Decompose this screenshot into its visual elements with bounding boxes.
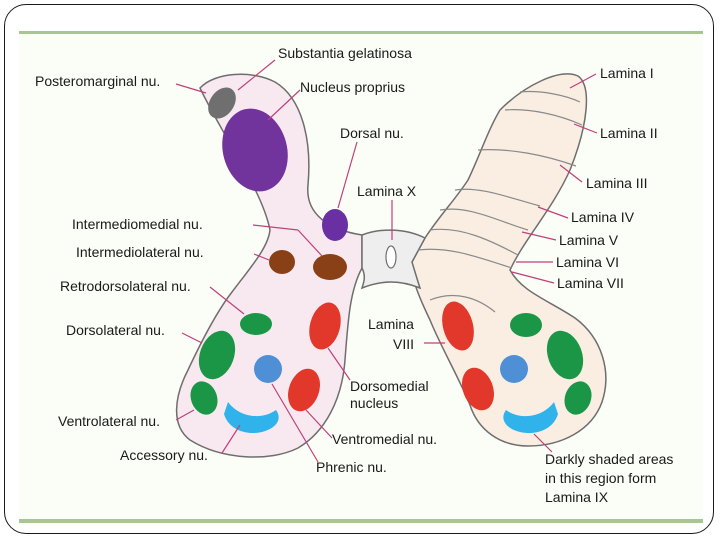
label-lamina-i: Lamina I: [600, 65, 654, 81]
dorsolateral-nucleus-region: [198, 330, 236, 380]
leader-lines: [175, 59, 598, 463]
retrodorsolateral-nucleus-region: [240, 313, 272, 335]
label-lamina-iii: Lamina III: [586, 175, 647, 191]
label-ventrolateral: Ventrolateral nu.: [58, 413, 160, 429]
label-intermediomedial: Intermediomedial nu.: [72, 216, 203, 232]
label-lamina-v: Lamina V: [559, 232, 619, 248]
label-dorsal-nucleus: Dorsal nu.: [340, 125, 404, 141]
substantia-gelatinosa-region: [208, 87, 236, 119]
label-lamina-vii: Lamina VII: [557, 275, 624, 291]
spinal-cord-figure: [19, 33, 703, 523]
label-phrenic: Phrenic nu.: [316, 459, 387, 475]
right-red-nucleus-dorsal: [442, 301, 474, 351]
label-lamina-viii-line2: VIII: [393, 336, 414, 352]
diagram-labels: Substantia gelatinosa Posteromarginal nu…: [35, 45, 673, 505]
slide-frame: [4, 4, 714, 534]
intermediomedial-nucleus-region: [313, 254, 347, 280]
bottom-accent-bar: [19, 519, 703, 523]
nucleus-proprius-region: [222, 108, 288, 192]
label-lamina-vi: Lamina VI: [556, 254, 619, 270]
dorsomedial-nucleus-region: [309, 302, 341, 350]
label-dorsolateral: Dorsolateral nu.: [66, 322, 165, 338]
right-green-nucleus-1: [510, 313, 542, 337]
right-green-nucleus-2: [546, 330, 584, 380]
right-cyan-nucleus: [503, 402, 558, 434]
label-lamina-ix-line2: in this region form: [545, 470, 656, 486]
right-blue-nucleus: [500, 355, 528, 383]
intermediolateral-nucleus-region: [269, 250, 295, 274]
label-posteromarginal: Posteromarginal nu.: [35, 73, 160, 89]
dorsal-nucleus-region: [322, 209, 348, 241]
label-lamina-ix-line3: Lamina IX: [545, 489, 609, 505]
label-lamina-viii-line1: Lamina: [368, 316, 414, 332]
right-green-nucleus-3: [564, 381, 592, 415]
label-lamina-ii: Lamina II: [600, 125, 658, 141]
label-intermediolateral: Intermediolateral nu.: [76, 244, 204, 260]
label-lamina-x: Lamina X: [357, 183, 417, 199]
ventromedial-nucleus-region: [288, 368, 320, 412]
accessory-nucleus-region: [224, 402, 279, 434]
label-dorsomedial-line1: Dorsomedial: [350, 378, 429, 394]
label-substantia-gelatinosa: Substantia gelatinosa: [278, 45, 412, 61]
top-accent-bar: [19, 31, 703, 34]
label-dorsomedial-line2: nucleus: [350, 395, 398, 411]
label-accessory: Accessory nu.: [120, 447, 208, 463]
right-red-nucleus-ventral: [462, 367, 494, 411]
phrenic-nucleus-region: [254, 355, 282, 383]
label-lamina-ix-line1: Darkly shaded areas: [545, 451, 673, 467]
ventrolateral-nucleus-region: [190, 381, 218, 415]
central-canal: [385, 245, 397, 269]
label-nucleus-proprius: Nucleus proprius: [300, 79, 405, 95]
label-retrodorsolateral: Retrodorsolateral nu.: [60, 278, 191, 294]
label-ventromedial: Ventromedial nu.: [332, 431, 437, 447]
lamina-boundaries: [417, 90, 583, 313]
label-lamina-iv: Lamina IV: [571, 209, 635, 225]
